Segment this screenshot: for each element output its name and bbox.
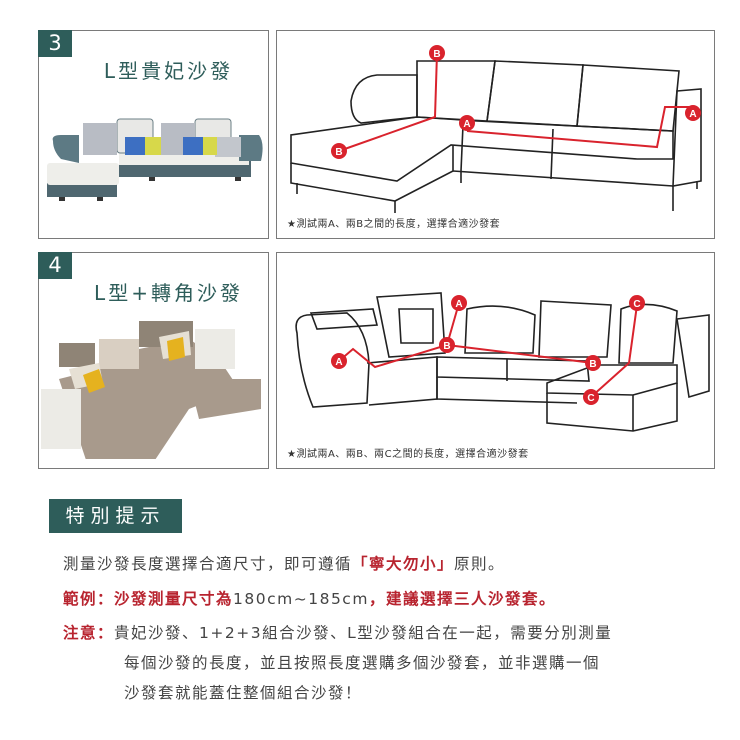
- tip-note-line-2: 每個沙發的長度，並且按照長度選購多個沙發套，並非選購一個: [124, 654, 601, 672]
- note-label: 注意：: [63, 624, 115, 642]
- example-value: 180cm~185cm: [233, 590, 369, 608]
- marker-b: B: [443, 341, 450, 352]
- panel-title: L型貴妃沙發: [103, 59, 234, 83]
- marker-a: A: [463, 119, 470, 130]
- diagram-caption: ★測試兩A、兩B之間的長度，選擇合適沙發套: [287, 219, 501, 230]
- marker-c: C: [633, 299, 640, 310]
- panel-3-diagram: B B A A ★測試兩A、兩B之間的長度，選擇合適沙發套: [276, 30, 715, 239]
- example-highlight: 沙發測量尺寸為: [114, 590, 234, 608]
- tip-highlight: 「寧大勿小」: [352, 555, 455, 573]
- panel-title: L型+轉角沙發: [94, 281, 243, 305]
- example-highlight: ，建議選擇三人沙發套。: [368, 590, 556, 608]
- diagram-caption: ★測試兩A、兩B、兩C之間的長度，選擇合適沙發套: [287, 449, 529, 460]
- tip-note: 注意：貴妃沙發、1+2+3組合沙發、L型沙發組合在一起，需要分別測量: [63, 621, 612, 643]
- chaise-sofa-photo: [47, 118, 263, 201]
- marker-a: A: [335, 357, 342, 368]
- marker-c: C: [587, 393, 594, 404]
- panel-4-photo: 4 L型+轉角沙發: [38, 252, 269, 469]
- marker-a: A: [455, 299, 462, 310]
- marker-b: B: [589, 359, 596, 370]
- corner-sofa-photo: [41, 321, 261, 459]
- tip-note-line-3: 沙發套就能蓋住整個組合沙發！: [124, 684, 363, 702]
- tip-text: 原則。: [454, 555, 506, 573]
- corner-sofa-line-drawing: A A B B C C: [295, 292, 710, 432]
- tip-line-1: 測量沙發長度選擇合適尺寸，即可遵循「寧大勿小」原則。: [63, 552, 505, 574]
- panel-3-photo: 3 L型貴妃沙發: [38, 30, 269, 239]
- tips-badge: 特別提示: [49, 499, 182, 533]
- tip-example: 範例：沙發測量尺寸為180cm~185cm，建議選擇三人沙發套。: [63, 587, 556, 609]
- panel-number: 4: [38, 252, 72, 279]
- marker-b: B: [335, 147, 342, 158]
- marker-b: B: [433, 49, 440, 60]
- tip-text: 測量沙發長度選擇合適尺寸，即可遵循: [63, 555, 353, 573]
- example-label: 範例：: [63, 590, 115, 608]
- marker-a: A: [689, 109, 696, 120]
- note-text: 貴妃沙發、1+2+3組合沙發、L型沙發組合在一起，需要分別測量: [114, 624, 613, 642]
- panel-4-diagram: A A B B C C ★測試兩A、兩B、兩C之間的長度，選擇合適沙發套: [276, 252, 715, 469]
- chaise-sofa-line-drawing: B B A A: [290, 45, 702, 213]
- panel-number: 3: [38, 30, 72, 57]
